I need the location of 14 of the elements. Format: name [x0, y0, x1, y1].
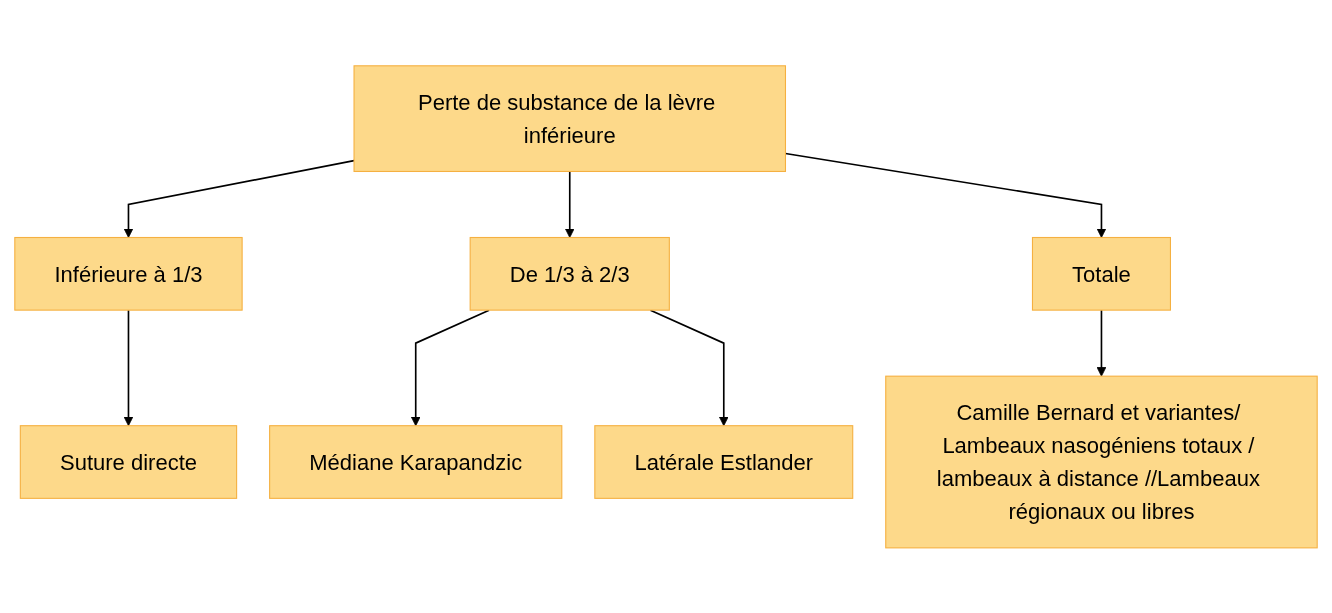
node-box: Latérale Estlander — [594, 424, 854, 499]
node-box: Perte de substance de la lèvre inférieure — [353, 64, 786, 172]
arrow — [123, 308, 134, 426]
node-box: Suture directe — [19, 424, 238, 499]
arrow — [649, 308, 729, 426]
node-box: De 1/3 à 2/3 — [469, 236, 670, 311]
node-box: Médiane Karapandzic — [269, 424, 563, 499]
arrow — [123, 159, 355, 238]
node-box: Totale — [1031, 236, 1171, 311]
arrow — [564, 170, 575, 238]
arrow — [410, 308, 490, 426]
node-box: Inférieure à 1/3 — [14, 236, 243, 311]
node-box: Camille Bernard et variantes/ Lambeaux nasogéniens totaux / lambeaux à distance //Lambeaux régionaux ou libres — [885, 375, 1318, 549]
arrow — [1096, 308, 1107, 377]
